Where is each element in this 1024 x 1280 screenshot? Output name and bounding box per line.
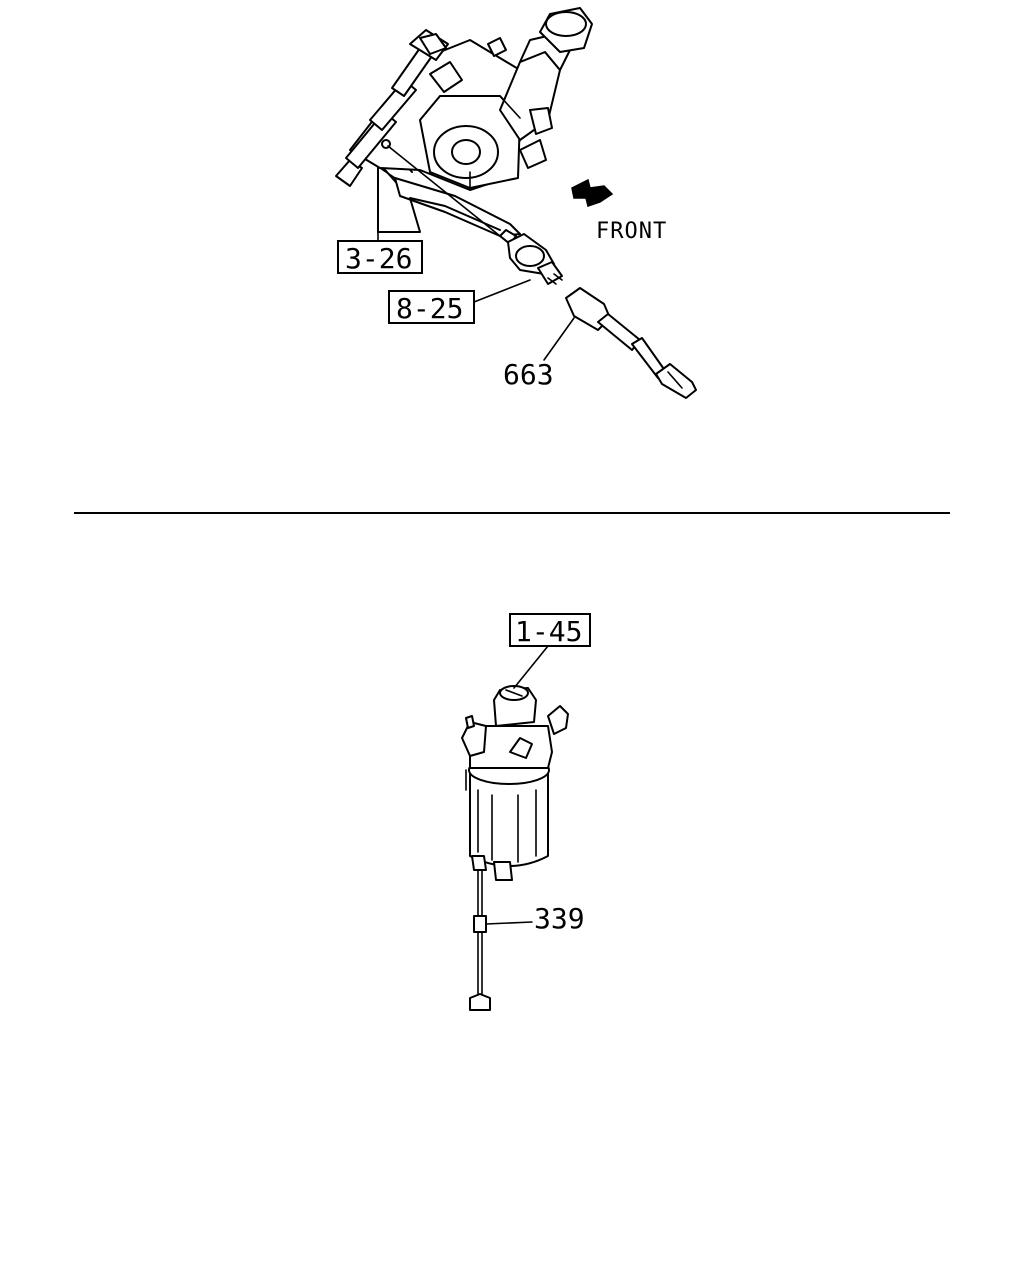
part-663-label[interactable]: 663 xyxy=(503,358,554,391)
front-arrow-icon xyxy=(571,178,614,207)
leader-663 xyxy=(543,317,575,361)
fuel-filter-drawing xyxy=(461,685,569,881)
harness-339-drawing xyxy=(469,869,491,1011)
bracket-drawing xyxy=(377,149,521,237)
pressure-sensor-drawing xyxy=(499,229,563,285)
callout-3-26-label: 3-26 xyxy=(345,242,412,275)
leader-339 xyxy=(485,921,533,925)
callout-1-45[interactable]: 1-45 xyxy=(509,613,591,648)
callout-8-25-label: 8-25 xyxy=(396,292,463,325)
harness-663-drawing xyxy=(565,287,697,399)
bottom-figure: 1-45 339 xyxy=(461,613,591,1011)
top-figure: FRONT 3-26 8-25 663 xyxy=(335,7,697,399)
front-direction-label: FRONT xyxy=(596,219,667,244)
callout-8-25[interactable]: 8-25 xyxy=(388,290,475,325)
part-339-label[interactable]: 339 xyxy=(534,902,585,935)
pump-assembly-drawing xyxy=(335,7,593,191)
leader-8-25 xyxy=(473,279,531,303)
leader-1-45 xyxy=(513,645,549,689)
callout-3-26[interactable]: 3-26 xyxy=(337,240,423,275)
callout-1-45-label: 1-45 xyxy=(515,615,582,648)
leader-fitting-to-sensor xyxy=(387,145,501,237)
